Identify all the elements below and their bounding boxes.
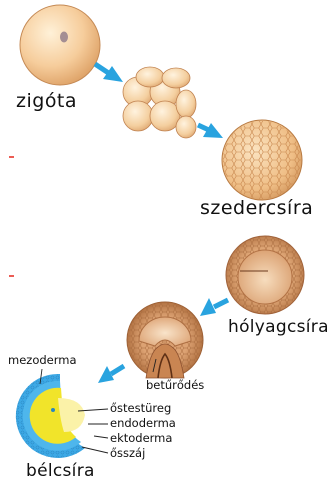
mesoderm-label: mezoderma (8, 353, 77, 367)
arrow-zygote-to-cleavage (95, 64, 123, 82)
blastocoel (238, 250, 292, 304)
ectoderm-label: ektoderma (110, 431, 172, 445)
morula-label: szedercsíra (200, 197, 313, 219)
zygote-label: zigóta (16, 90, 77, 112)
archenteron-label: őstestüreg (110, 401, 171, 415)
blastopore-label: ősszáj (110, 446, 145, 460)
edge-marks (9, 157, 14, 276)
zygote-cell (20, 5, 100, 85)
arrow-to-gastrula (98, 366, 124, 383)
ectoderm-pointer (94, 436, 108, 438)
arrow-cleavage-to-morula (198, 123, 223, 138)
blastopore-pointer (82, 447, 108, 453)
gastrula-cross-section (16, 374, 85, 458)
invagination-label: betűrődés (146, 378, 204, 392)
zygote-nucleus (60, 32, 68, 43)
early-gastrula-embryo (127, 302, 203, 378)
inner-dot (51, 408, 55, 412)
gastrula-label: bélcsíra (26, 461, 95, 481)
blastula-embryo (226, 236, 304, 314)
blastula-label: hólyagcsíra (228, 317, 329, 337)
endoderm-label: endoderma (110, 416, 176, 430)
morula-embryo (222, 120, 302, 200)
cleavage-embryo (123, 67, 196, 138)
arrow-blastula-to-gastrula-early (200, 298, 228, 316)
